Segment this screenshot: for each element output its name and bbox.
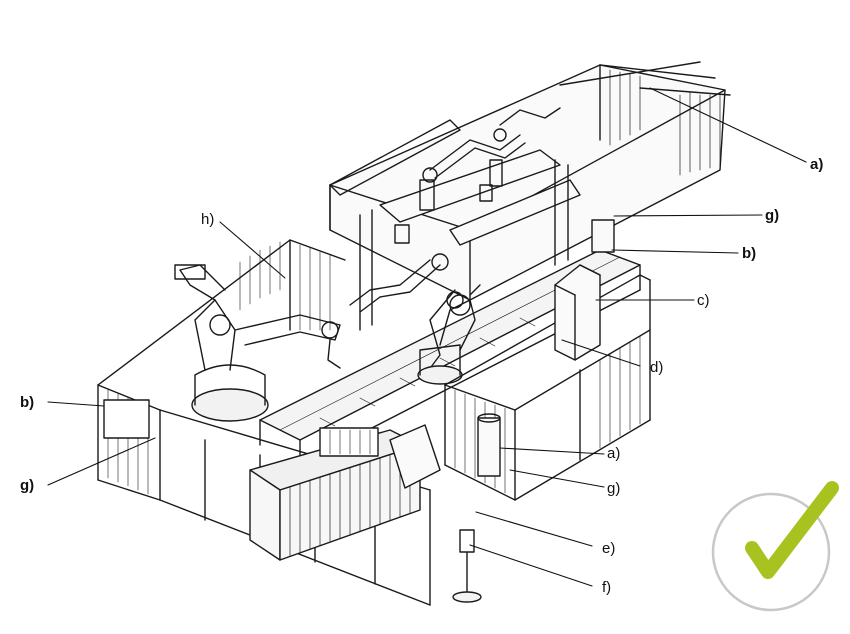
- operator-panel-b-right: [591, 219, 615, 253]
- label-f: f): [602, 579, 612, 596]
- label-c: c): [697, 292, 710, 309]
- label-g-left: g): [20, 477, 35, 494]
- label-h: h): [201, 211, 215, 228]
- front-right-fence: [444, 274, 651, 501]
- rear-machine-body: [329, 61, 731, 301]
- pallet-rack: [249, 424, 441, 561]
- label-e: e): [602, 540, 616, 557]
- leader-lines: [47, 87, 807, 587]
- left-robot: [174, 264, 341, 422]
- control-cabinet-a: [477, 413, 501, 477]
- label-a-mid: a): [607, 445, 621, 462]
- label-b-top: b): [742, 245, 757, 262]
- emergency-stop-stand: [452, 529, 482, 603]
- gantry-frame: [329, 119, 581, 331]
- label-d: d): [650, 359, 664, 376]
- label-b-left: b): [20, 394, 35, 411]
- label-g-mid: g): [607, 480, 621, 497]
- label-a-top: a): [810, 156, 824, 173]
- label-g-top: g): [765, 207, 780, 224]
- gantry-robot-arms: [349, 107, 561, 376]
- control-cabinet-c: [554, 264, 601, 361]
- check-mark-icon: [711, 481, 839, 612]
